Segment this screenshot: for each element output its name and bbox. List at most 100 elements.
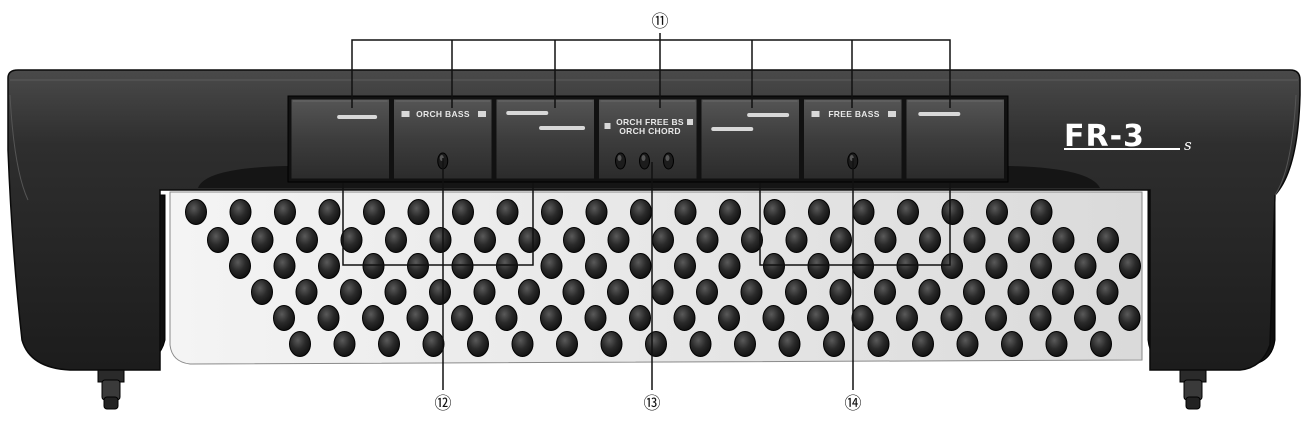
bass-button[interactable] — [808, 199, 830, 225]
bass-button[interactable] — [867, 331, 890, 357]
bass-button[interactable] — [563, 227, 585, 253]
bass-button[interactable] — [385, 227, 407, 253]
bass-button[interactable] — [785, 279, 807, 305]
bass-button[interactable] — [429, 279, 451, 305]
bass-button[interactable] — [1030, 253, 1052, 279]
bass-button[interactable] — [652, 227, 674, 253]
bass-button[interactable] — [607, 227, 630, 253]
bass-button[interactable] — [807, 253, 830, 279]
bass-button[interactable] — [651, 279, 674, 305]
bass-button[interactable] — [422, 331, 445, 357]
bass-button[interactable] — [673, 305, 696, 331]
bass-button[interactable] — [1090, 331, 1112, 357]
bass-button[interactable] — [1030, 199, 1053, 225]
bass-button[interactable] — [963, 279, 985, 305]
bass-button[interactable] — [629, 253, 652, 279]
bass-button[interactable] — [645, 331, 667, 357]
bass-button[interactable] — [1007, 279, 1030, 305]
bass-button[interactable] — [362, 305, 384, 331]
bass-button[interactable] — [562, 279, 585, 305]
bass-button[interactable] — [852, 253, 874, 279]
bass-button[interactable] — [251, 227, 274, 253]
register-switch[interactable] — [905, 98, 1005, 180]
bass-button[interactable] — [273, 305, 295, 331]
bass-button[interactable] — [941, 253, 963, 279]
register-switch[interactable] — [495, 98, 595, 180]
bass-button[interactable] — [318, 253, 340, 279]
bass-button[interactable] — [384, 279, 407, 305]
bass-button[interactable] — [1074, 253, 1097, 279]
bass-button[interactable] — [274, 199, 296, 225]
bass-button[interactable] — [362, 253, 385, 279]
bass-button[interactable] — [912, 331, 934, 357]
bass-button[interactable] — [874, 279, 896, 305]
bass-button[interactable] — [629, 305, 651, 331]
bass-button[interactable] — [496, 253, 518, 279]
bass-button[interactable] — [452, 199, 474, 225]
bass-button[interactable] — [963, 227, 986, 253]
bass-button[interactable] — [1008, 227, 1030, 253]
bass-button[interactable] — [273, 253, 296, 279]
bass-button[interactable] — [340, 279, 362, 305]
register-switch[interactable] — [598, 98, 698, 180]
bass-button[interactable] — [229, 253, 251, 279]
bass-button[interactable] — [511, 331, 534, 357]
bass-button[interactable] — [251, 279, 273, 305]
bass-button[interactable] — [600, 331, 623, 357]
bass-button[interactable] — [378, 331, 400, 357]
bass-button[interactable] — [429, 227, 452, 253]
bass-button[interactable] — [185, 199, 207, 225]
bass-button[interactable] — [1096, 279, 1119, 305]
bass-button[interactable] — [585, 199, 608, 225]
bass-button[interactable] — [896, 253, 919, 279]
bass-button[interactable] — [1029, 305, 1052, 331]
bass-button[interactable] — [956, 331, 979, 357]
bass-button[interactable] — [1097, 227, 1119, 253]
bass-button[interactable] — [986, 199, 1008, 225]
bass-button[interactable] — [1074, 305, 1096, 331]
bass-button[interactable] — [407, 253, 429, 279]
bass-button[interactable] — [1052, 227, 1075, 253]
bass-button[interactable] — [630, 199, 652, 225]
bass-button[interactable] — [207, 227, 229, 253]
bass-button[interactable] — [823, 331, 845, 357]
bass-button[interactable] — [289, 331, 311, 357]
bass-button[interactable] — [985, 253, 1008, 279]
bass-button[interactable] — [785, 227, 808, 253]
bass-button[interactable] — [778, 331, 801, 357]
bass-button[interactable] — [473, 279, 496, 305]
bass-button[interactable] — [585, 253, 607, 279]
bass-button[interactable] — [674, 199, 697, 225]
bass-button[interactable] — [229, 199, 252, 225]
bass-button[interactable] — [741, 227, 763, 253]
bass-button[interactable] — [295, 279, 318, 305]
bass-button[interactable] — [363, 199, 385, 225]
bass-button[interactable] — [719, 199, 741, 225]
bass-button[interactable] — [1001, 331, 1023, 357]
bass-button[interactable] — [941, 199, 964, 225]
bass-button[interactable] — [584, 305, 607, 331]
bass-button[interactable] — [985, 305, 1007, 331]
bass-button[interactable] — [897, 199, 919, 225]
bass-button[interactable] — [1119, 253, 1141, 279]
bass-button[interactable] — [318, 199, 341, 225]
bass-button[interactable] — [918, 279, 941, 305]
bass-button[interactable] — [540, 305, 562, 331]
bass-button[interactable] — [518, 227, 541, 253]
bass-button[interactable] — [1045, 331, 1068, 357]
bass-button[interactable] — [607, 279, 629, 305]
bass-button[interactable] — [333, 331, 356, 357]
bass-button[interactable] — [689, 331, 712, 357]
bass-button[interactable] — [541, 199, 563, 225]
bass-button[interactable] — [718, 253, 741, 279]
bass-button[interactable] — [696, 279, 718, 305]
bass-button[interactable] — [674, 253, 696, 279]
bass-button[interactable] — [763, 253, 785, 279]
bass-button[interactable] — [467, 331, 489, 357]
bass-button[interactable] — [451, 305, 473, 331]
bass-button[interactable] — [851, 305, 874, 331]
bass-button[interactable] — [496, 199, 519, 225]
bass-button[interactable] — [830, 227, 852, 253]
bass-button[interactable] — [406, 305, 429, 331]
bass-button[interactable] — [556, 331, 578, 357]
